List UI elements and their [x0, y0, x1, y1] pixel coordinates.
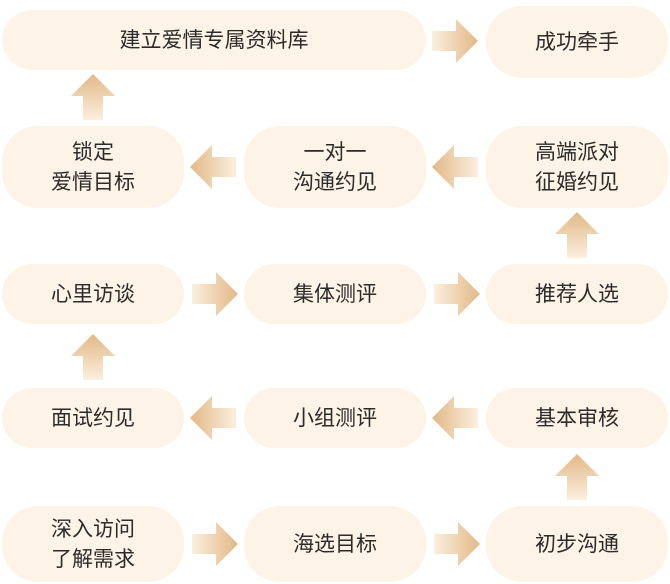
arrow-left-party-to-one-on-one	[432, 145, 478, 189]
node-success: 成功牵手	[486, 6, 668, 78]
node-lock-target: 锁定 爱情目标	[2, 126, 184, 208]
arrow-left-one-on-one-to-lock	[190, 145, 236, 189]
node-screening: 海选目标	[244, 506, 426, 582]
arrow-up-lock-to-profile	[71, 74, 115, 120]
arrow-right-screening-to-initial	[434, 522, 480, 566]
node-high-end-party: 高端派对 征婚约见	[486, 126, 668, 208]
node-initial-communication: 初步沟通	[486, 506, 668, 582]
arrow-up-interview-to-heart-talk	[71, 334, 115, 380]
arrow-up-recommend-to-party	[555, 212, 599, 258]
arrow-right-deep-visit-to-screening	[192, 522, 238, 566]
node-recommend: 推荐人选	[486, 264, 668, 324]
node-deep-visit: 深入访问 了解需求	[2, 506, 184, 582]
node-interview: 面试约见	[2, 388, 184, 448]
node-one-on-one: 一对一 沟通约见	[244, 126, 426, 208]
node-build-profile: 建立爱情专属资料库	[2, 10, 426, 70]
node-heart-talk: 心里访谈	[2, 264, 184, 324]
node-group-assessment: 集体测评	[244, 264, 426, 324]
arrow-left-small-group-to-interview	[190, 396, 236, 440]
arrow-left-review-to-small-group	[432, 396, 478, 440]
node-basic-review: 基本审核	[486, 388, 668, 448]
arrow-right-profile-to-success	[432, 19, 478, 63]
arrow-up-initial-to-review	[555, 454, 599, 500]
arrow-right-group-to-recommend	[434, 272, 480, 316]
arrow-right-heart-talk-to-group	[192, 272, 238, 316]
node-small-group-assessment: 小组测评	[244, 388, 426, 448]
